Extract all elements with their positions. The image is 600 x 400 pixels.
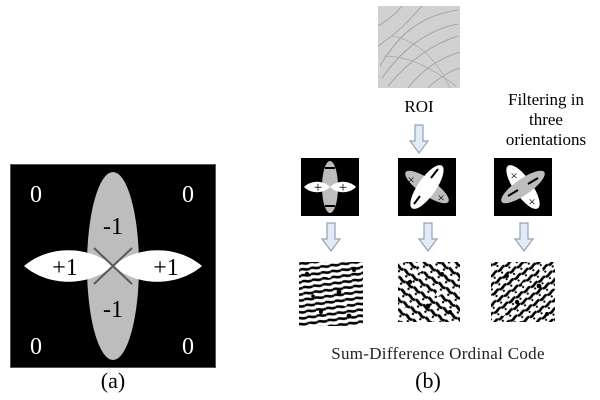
svg-text:×: × [528, 194, 535, 209]
svg-text:+: + [314, 180, 322, 196]
roi-image [378, 6, 460, 88]
filtering-label: Filtering in three orientations [492, 90, 600, 150]
filtering-label-line-2: three [529, 110, 563, 129]
roi-label: ROI [404, 97, 434, 116]
down-arrow-roi [409, 124, 429, 154]
filter-orientation-2: × × [398, 158, 456, 216]
ordinal-code-1 [299, 262, 363, 326]
svg-text:×: × [437, 190, 444, 205]
ordinal-code-3 [491, 262, 555, 322]
corner-value-bottom-right: 0 [182, 334, 194, 360]
lobe-value-right: +1 [153, 255, 179, 281]
corner-value-top-left: 0 [30, 182, 42, 208]
lobe-value-left: +1 [52, 255, 78, 281]
svg-text:×: × [510, 168, 517, 183]
positive-lobe-left [24, 250, 113, 282]
filter-orientation-1: + + [301, 158, 359, 216]
corner-value-top-right: 0 [182, 182, 194, 208]
filter-orientation-3: × × [494, 158, 552, 216]
down-arrow-filter-1 [321, 222, 341, 252]
down-arrow-filter-2 [418, 222, 438, 252]
lobe-value-top: -1 [103, 214, 123, 240]
caption-a: (a) [100, 368, 126, 393]
ordinal-filter-diagram: 0 0 0 0 -1 -1 +1 +1 [10, 164, 216, 368]
filtering-label-line-3: orientations [505, 130, 587, 149]
svg-text:×: × [407, 172, 414, 187]
filtering-label-line-1: Filtering in [507, 90, 585, 109]
lobe-value-bottom: -1 [103, 297, 123, 323]
overlap-line [93, 247, 133, 285]
svg-text:+: + [339, 180, 347, 196]
down-arrow-filter-3 [514, 222, 534, 252]
caption-b: (b) [415, 368, 441, 393]
ordinal-code-2 [398, 262, 460, 322]
positive-lobe-right [113, 250, 202, 282]
sum-difference-title: Sum-Difference Ordinal Code [331, 344, 545, 363]
corner-value-bottom-left: 0 [30, 334, 42, 360]
